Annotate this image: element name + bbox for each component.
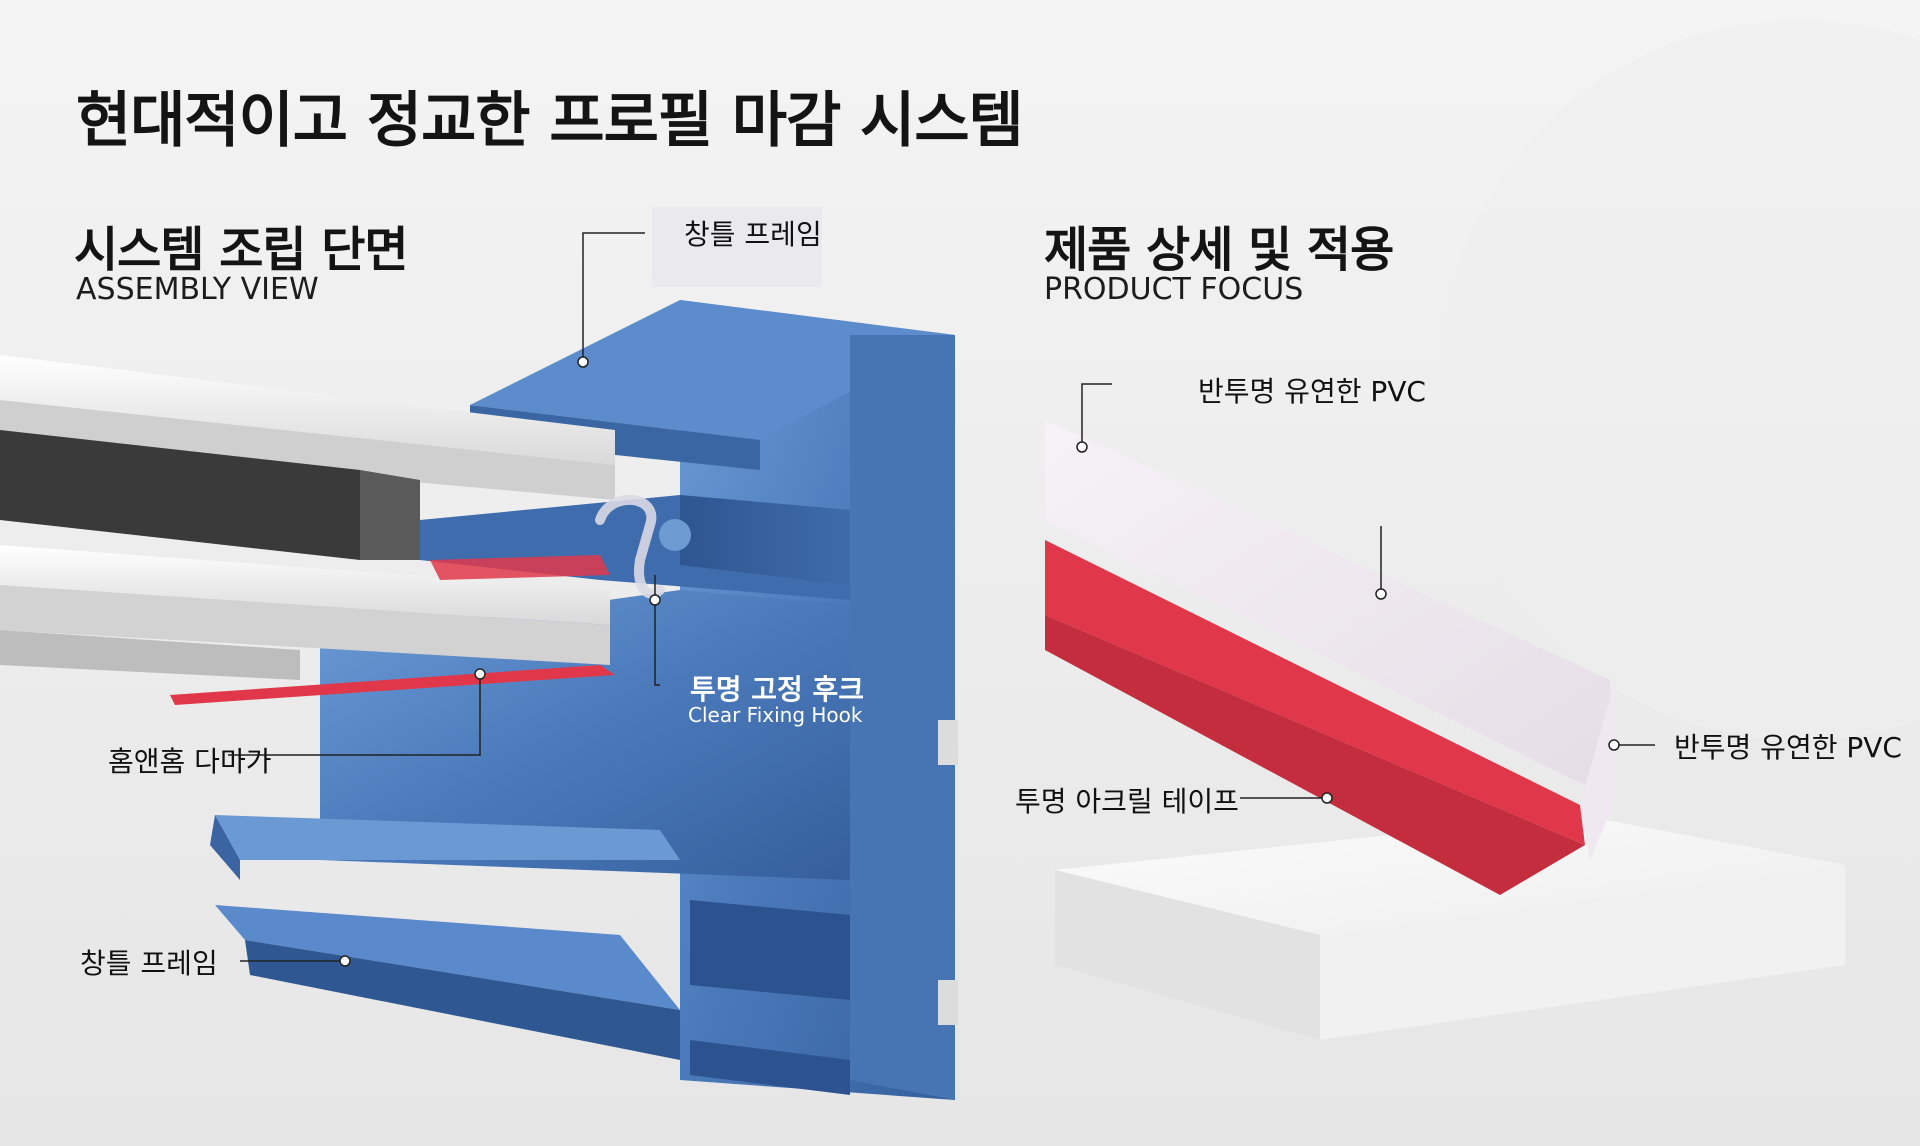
base-block-right [1320,865,1845,1040]
label-hook-en: Clear Fixing Hook [688,703,863,727]
bg-circle [1440,20,1920,740]
leader-lines [228,232,1655,962]
red-tape-product [1045,540,1585,845]
product-subtitle: PRODUCT FOCUS [1044,272,1304,307]
label-pvc-top: 반투명 유연한 PVC [1198,375,1426,408]
frame-top-chip [652,207,822,287]
leader-dots [339,356,1620,967]
label-pvc-right: 반투명 유연한 PVC [1674,731,1902,764]
white-panels [0,355,615,680]
clear-hook [595,494,665,599]
assembly-subtitle: ASSEMBLY VIEW [76,272,319,307]
pvc-strip [1045,420,1615,800]
base-block-left [1055,870,1320,1040]
product-title: 제품 상세 및 적용 [1044,222,1394,278]
label-acrylic-tape: 투명 아크릴 테이프 [1015,785,1239,818]
label-homaenhom: 홈앤홈 다마가 [108,745,272,778]
red-tape-assembly [170,665,615,705]
aluminum-frame [210,300,958,1100]
label-frame-top: 창틀 프레임 [684,218,822,251]
label-frame-bottom: 창틀 프레임 [80,947,218,980]
assembly-title: 시스템 조립 단면 [74,222,409,278]
base-block-top [1055,815,1845,935]
page-title: 현대적이고 정교한 프로필 마감 시스템 [76,86,1024,156]
label-hook-ko: 투명 고정 후크 [690,673,865,706]
